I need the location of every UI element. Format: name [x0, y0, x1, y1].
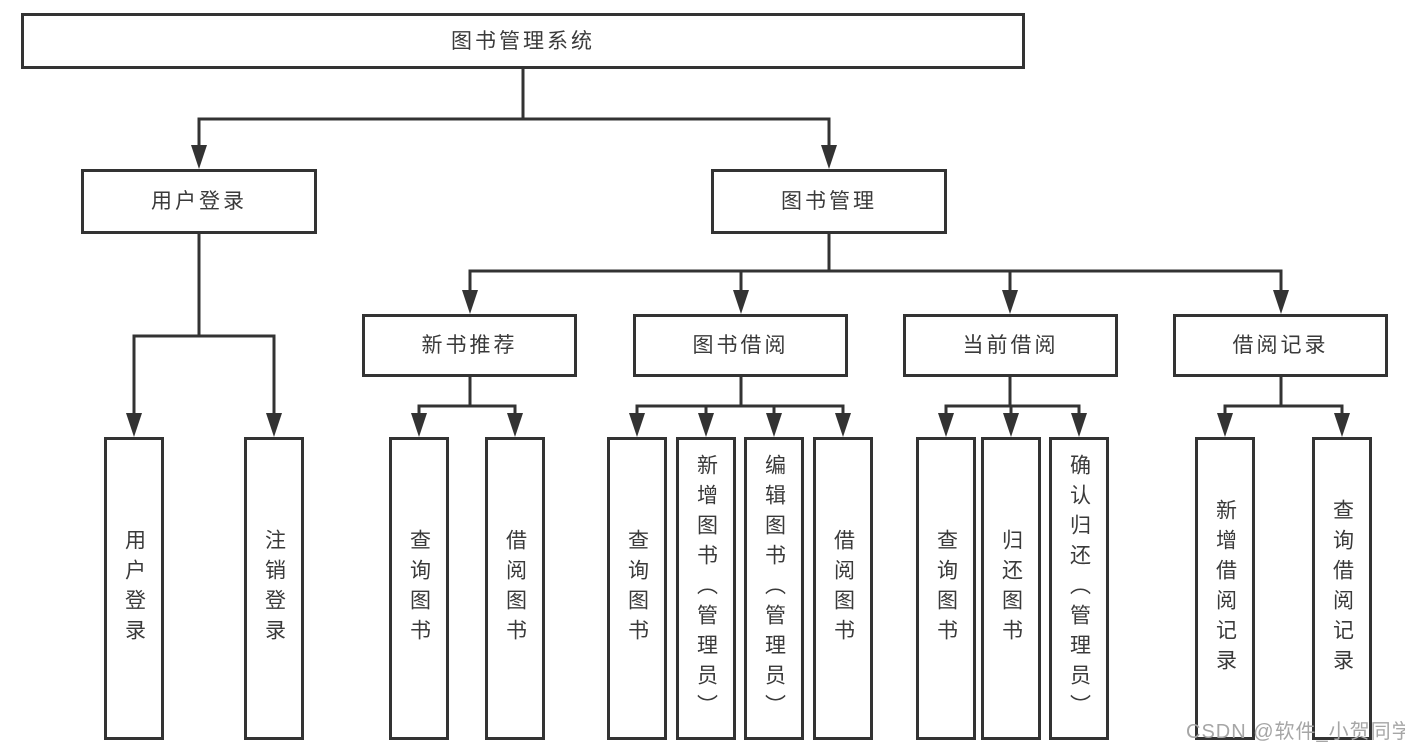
node-borrowing-records: 借阅记录: [1173, 314, 1388, 377]
leaf-query-books-recommend: 查询图书: [389, 437, 449, 740]
leaf-logout: 注销登录: [244, 437, 304, 740]
leaf-query-books-borrowing: 查询图书: [607, 437, 667, 740]
edges-current-borrowing-subtree: [938, 377, 1087, 437]
leaf-query-books-current: 查询图书: [916, 437, 976, 740]
node-user-login: 用户登录: [81, 169, 317, 234]
leaf-edit-books-admin: 编辑图书（管理员）: [744, 437, 804, 740]
edges-new-book-recommendation-subtree: [411, 377, 523, 437]
leaf-borrow-books-recommend: 借阅图书: [485, 437, 545, 740]
edges-root-to-level2: [191, 68, 837, 169]
node-new-book-recommendation: 新书推荐: [362, 314, 577, 377]
node-book-management: 图书管理: [711, 169, 947, 234]
leaf-query-borrow-record: 查询借阅记录: [1312, 437, 1372, 740]
edges-user-login-subtree: [126, 233, 282, 437]
leaf-add-books-admin: 新增图书（管理员）: [676, 437, 736, 740]
edges-book-borrowing-subtree: [629, 377, 851, 437]
csdn-watermark: CSDN @软件_小贺同学: [1186, 721, 1405, 743]
leaf-borrow-books-borrowing: 借阅图书: [813, 437, 873, 740]
leaf-return-books: 归还图书: [981, 437, 1041, 740]
edges-book-management-to-level3: [462, 233, 1289, 314]
leaf-add-borrow-record: 新增借阅记录: [1195, 437, 1255, 740]
node-current-borrowing: 当前借阅: [903, 314, 1118, 377]
node-library-management-system: 图书管理系统: [21, 13, 1025, 69]
edges-borrowing-records-subtree: [1217, 377, 1350, 437]
node-book-borrowing: 图书借阅: [633, 314, 848, 377]
leaf-user-login: 用户登录: [104, 437, 164, 740]
leaf-confirm-return-admin: 确认归还（管理员）: [1049, 437, 1109, 740]
